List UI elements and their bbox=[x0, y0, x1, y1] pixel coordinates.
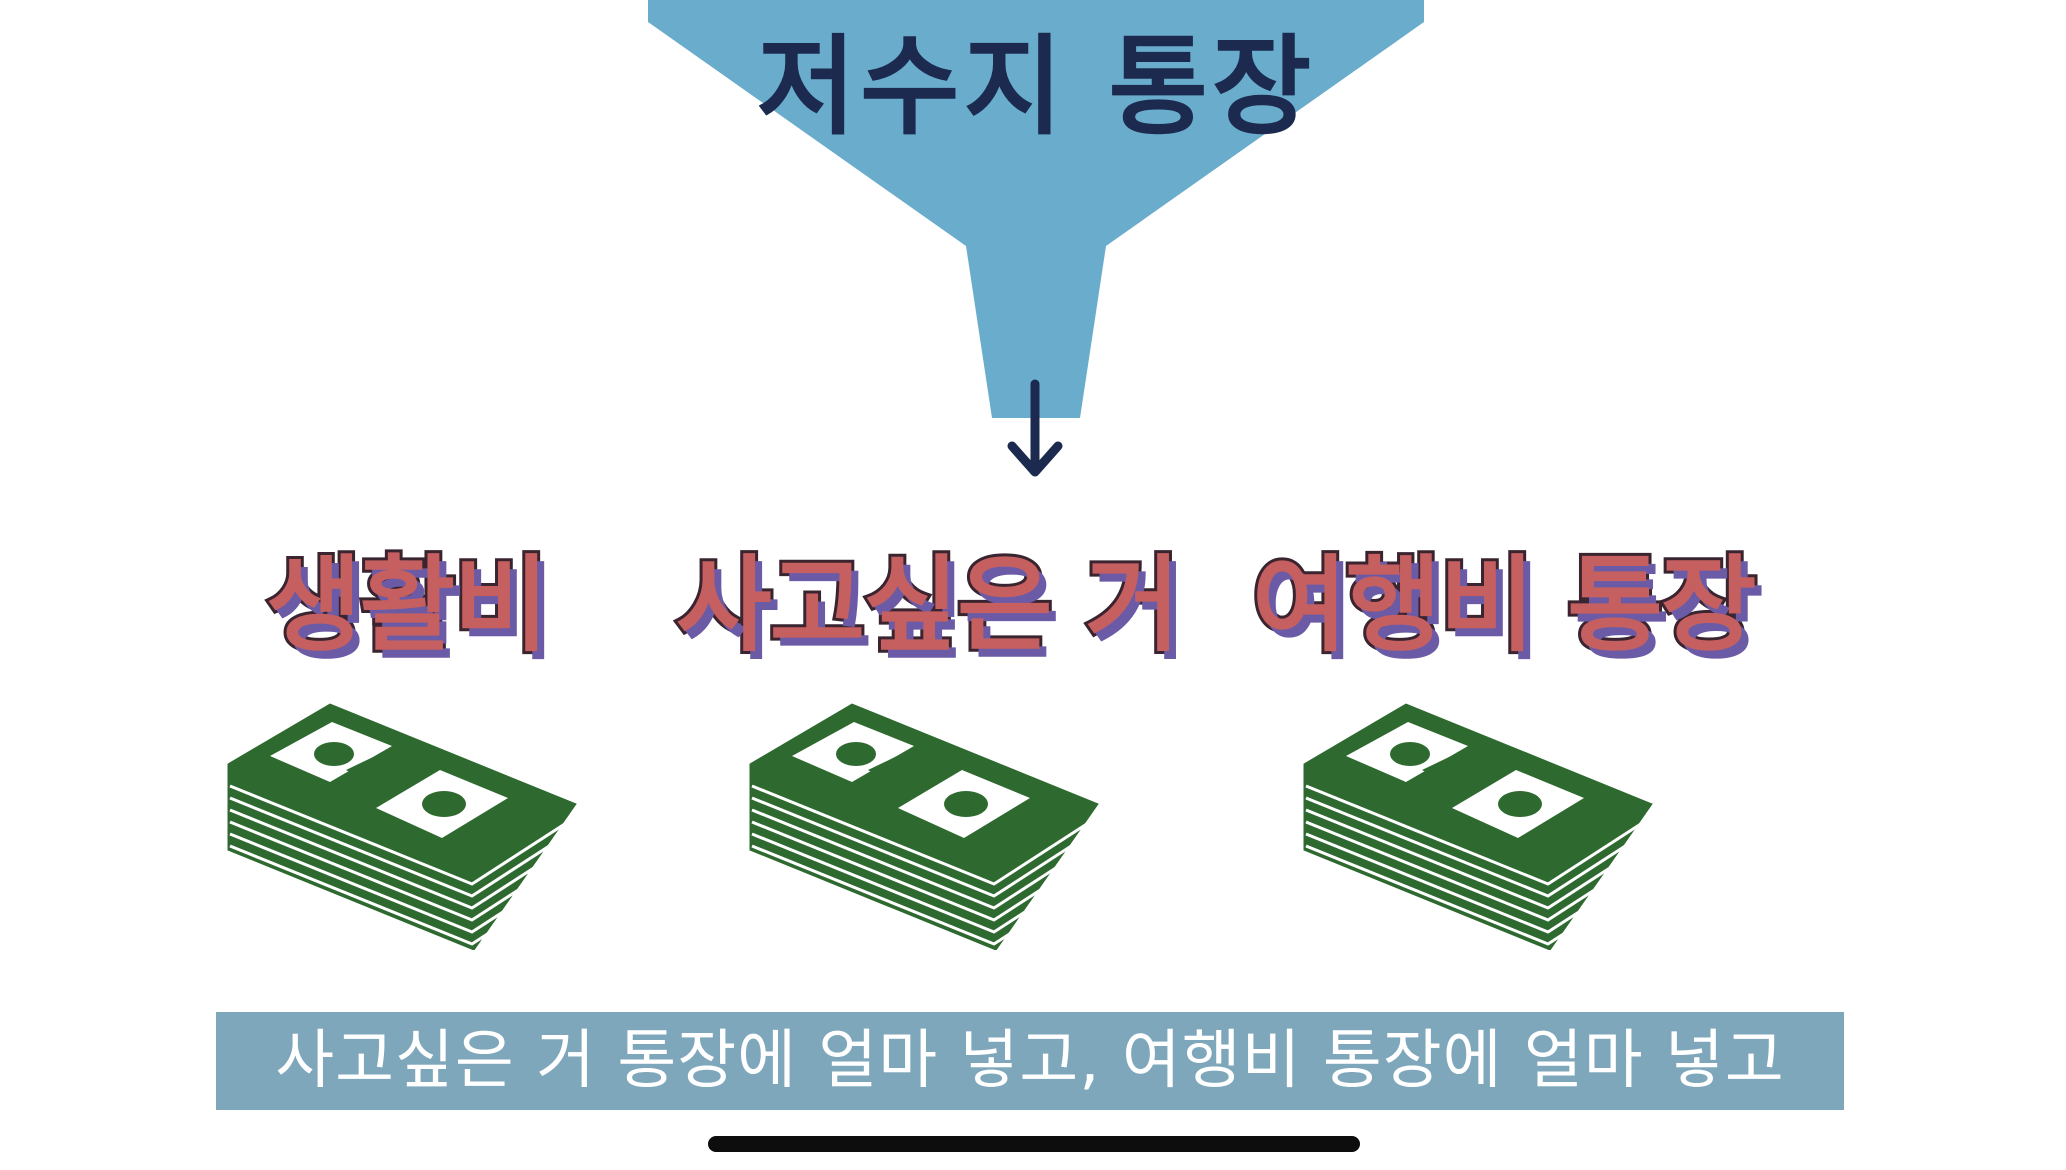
money-stack-icon bbox=[749, 703, 1099, 950]
money-stack-icon bbox=[1303, 703, 1653, 950]
account-label-wishlist: 사고싶은 거 bbox=[673, 542, 1184, 668]
subtitle-bar: 사고싶은 거 통장에 얼마 넣고, 여행비 통장에 얼마 넣고 bbox=[216, 1012, 1844, 1110]
subtitle-text: 사고싶은 거 통장에 얼마 넣고, 여행비 통장에 얼마 넣고 bbox=[275, 1024, 1785, 1098]
reservoir-account-title: 저수지 통장 bbox=[756, 25, 1316, 150]
funnel-body bbox=[648, 0, 1424, 418]
account-label-travel: 여행비 통장 bbox=[1249, 542, 1760, 668]
account-label-living-expenses: 생활비 bbox=[263, 542, 552, 668]
arrow-down-icon bbox=[1007, 379, 1063, 477]
money-stack-icon bbox=[227, 703, 577, 950]
home-indicator[interactable] bbox=[708, 1136, 1360, 1152]
funnel-shape bbox=[648, 0, 1424, 477]
